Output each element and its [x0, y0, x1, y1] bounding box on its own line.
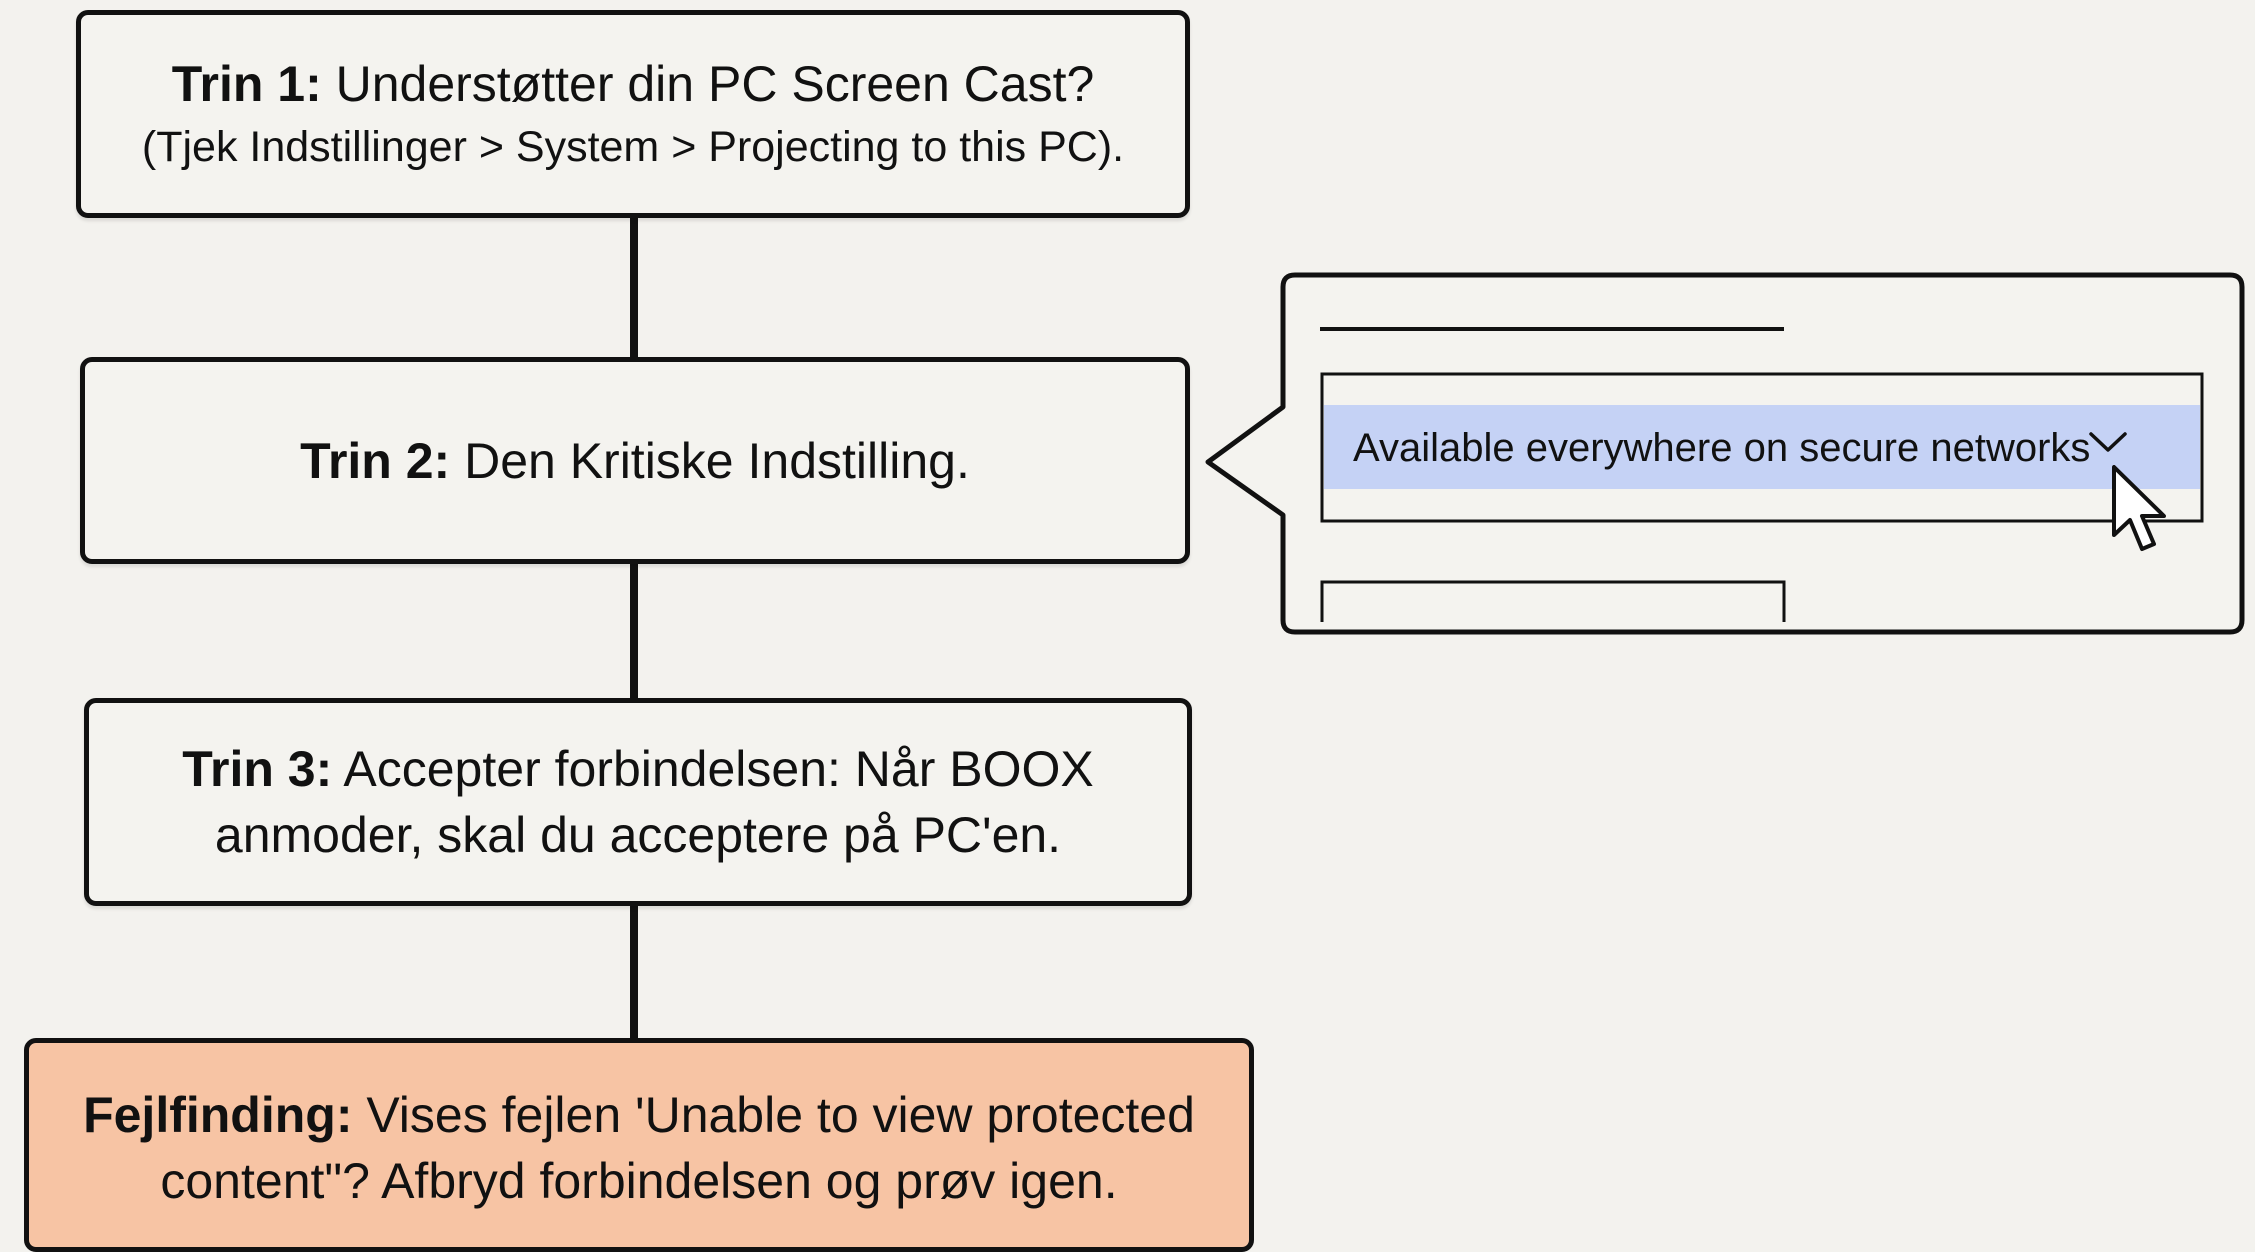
- troubleshoot-line-1: Fejlfinding: Vises fejlen 'Unable to vie…: [83, 1082, 1195, 1148]
- chevron-down-icon[interactable]: [2088, 430, 2128, 454]
- step-3-label: Trin 3:: [182, 741, 333, 797]
- step-3-line-2: anmoder, skal du acceptere på PC'en.: [214, 807, 1062, 863]
- dropdown-selected-value[interactable]: Available everywhere on secure networks: [1353, 426, 2091, 470]
- step-1-subtext: (Tjek Indstillinger > System > Projectin…: [141, 123, 1125, 171]
- step-3-text: Accepter forbindelsen: Når BOOX: [332, 741, 1094, 797]
- troubleshooting-box: Fejlfinding: Vises fejlen 'Unable to vie…: [24, 1038, 1254, 1252]
- step-1-box: Trin 1: Understøtter din PC Screen Cast?…: [76, 10, 1190, 218]
- connector-step2-step3: [630, 560, 638, 702]
- step-3-box: Trin 3: Accepter forbindelsen: Når BOOX …: [84, 698, 1192, 906]
- step-1-label: Trin 1:: [171, 56, 322, 112]
- step-2-box: Trin 2: Den Kritiske Indstilling.: [80, 357, 1190, 564]
- mouse-pointer-icon: [2112, 465, 2166, 551]
- step-1-title: Trin 1: Understøtter din PC Screen Cast?: [172, 51, 1095, 117]
- step-3-line-1: Trin 3: Accepter forbindelsen: Når BOOX: [182, 736, 1094, 802]
- troubleshoot-label: Fejlfinding:: [83, 1087, 353, 1143]
- step-1-text: Understøtter din PC Screen Cast?: [321, 56, 1095, 112]
- placeholder-field-outline: [1320, 580, 1786, 622]
- settings-callout: [1205, 272, 2245, 635]
- dropdown-highlight[interactable]: [1324, 405, 2200, 489]
- step-2-text: Den Kritiske Indstilling.: [450, 432, 970, 489]
- troubleshoot-text: Vises fejlen 'Unable to view protected: [352, 1087, 1195, 1143]
- step-2-label: Trin 2:: [300, 432, 451, 489]
- connector-step3-troubleshoot: [630, 902, 638, 1042]
- step-2-title: Trin 2: Den Kritiske Indstilling.: [300, 428, 970, 494]
- connector-step1-step2: [630, 214, 638, 360]
- troubleshoot-line-2: content"? Afbryd forbindelsen og prøv ig…: [160, 1153, 1118, 1209]
